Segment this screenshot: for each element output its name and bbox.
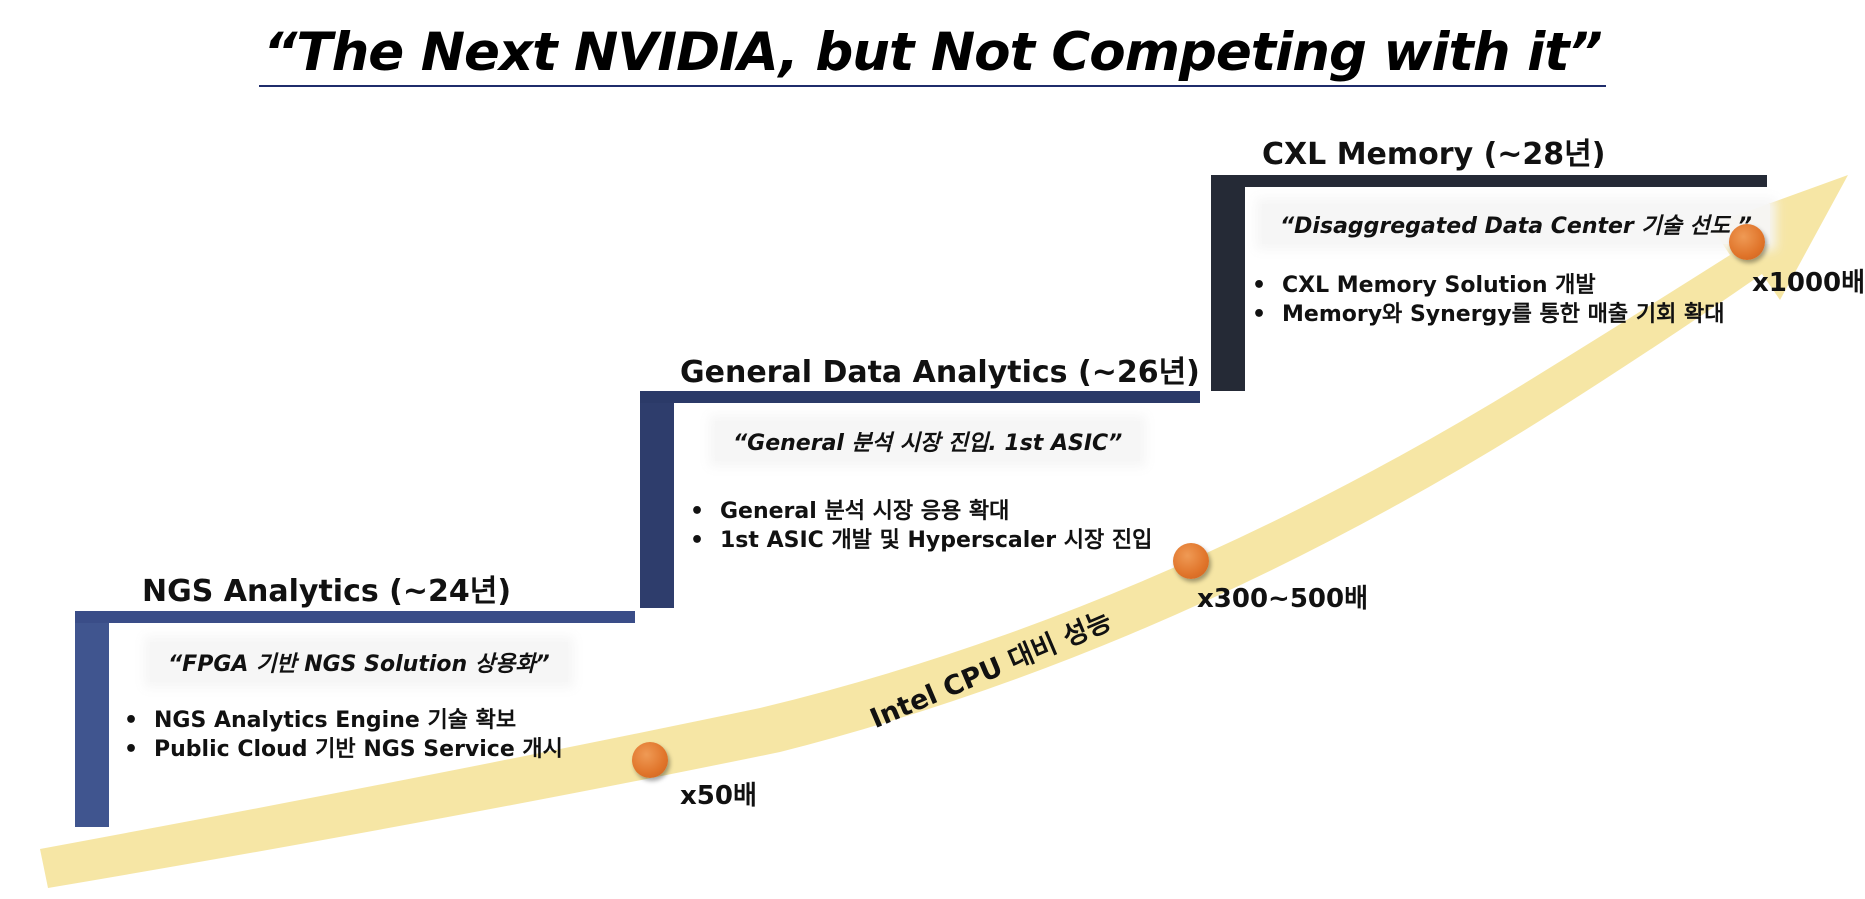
- stage-tagline-ngs: “FPGA 기반 NGS Solution 상용화”: [150, 642, 568, 682]
- step-bracket-2: [640, 391, 1200, 608]
- milestone-dot-3: [1729, 224, 1765, 260]
- stage-tagline-cxl: “Disaggregated Data Center 기술 선도 ”: [1262, 204, 1770, 244]
- bullet-item: CXL Memory Solution 개발: [1252, 271, 1724, 300]
- step-bracket-1: [75, 611, 635, 827]
- bullet-item: General 분석 시장 응용 확대: [690, 497, 1152, 526]
- milestone-label-3: x1000배: [1752, 268, 1865, 298]
- page-title: “The Next NVIDIA, but Not Competing with…: [0, 22, 1865, 87]
- milestone-label-2: x300~500배: [1197, 584, 1369, 614]
- milestone-dot-2: [1173, 543, 1209, 579]
- milestone-label-1: x50배: [680, 781, 757, 811]
- stage-title-general: General Data Analytics (~26년): [680, 355, 1200, 390]
- bullet-item: 1st ASIC 개발 및 Hyperscaler 시장 진입: [690, 526, 1152, 555]
- stage-bullets-cxl: CXL Memory Solution 개발 Memory와 Synergy를 …: [1252, 271, 1724, 329]
- bullet-item: NGS Analytics Engine 기술 확보: [124, 706, 563, 735]
- bullet-item: Public Cloud 기반 NGS Service 개시: [124, 735, 563, 764]
- milestone-dot-1: [632, 742, 668, 778]
- stage-title-cxl: CXL Memory (~28년): [1262, 137, 1606, 172]
- bullet-item: Memory와 Synergy를 통한 매출 기회 확대: [1252, 300, 1724, 329]
- performance-arrow: [40, 175, 1848, 888]
- stage-title-ngs: NGS Analytics (~24년): [142, 574, 512, 609]
- stage-bullets-general: General 분석 시장 응용 확대 1st ASIC 개발 및 Hypers…: [690, 497, 1152, 555]
- step-bracket-3: [1211, 175, 1767, 391]
- stage-bullets-ngs: NGS Analytics Engine 기술 확보 Public Cloud …: [124, 706, 563, 764]
- stage-tagline-general: “General 분석 시장 진입. 1st ASIC”: [715, 421, 1141, 461]
